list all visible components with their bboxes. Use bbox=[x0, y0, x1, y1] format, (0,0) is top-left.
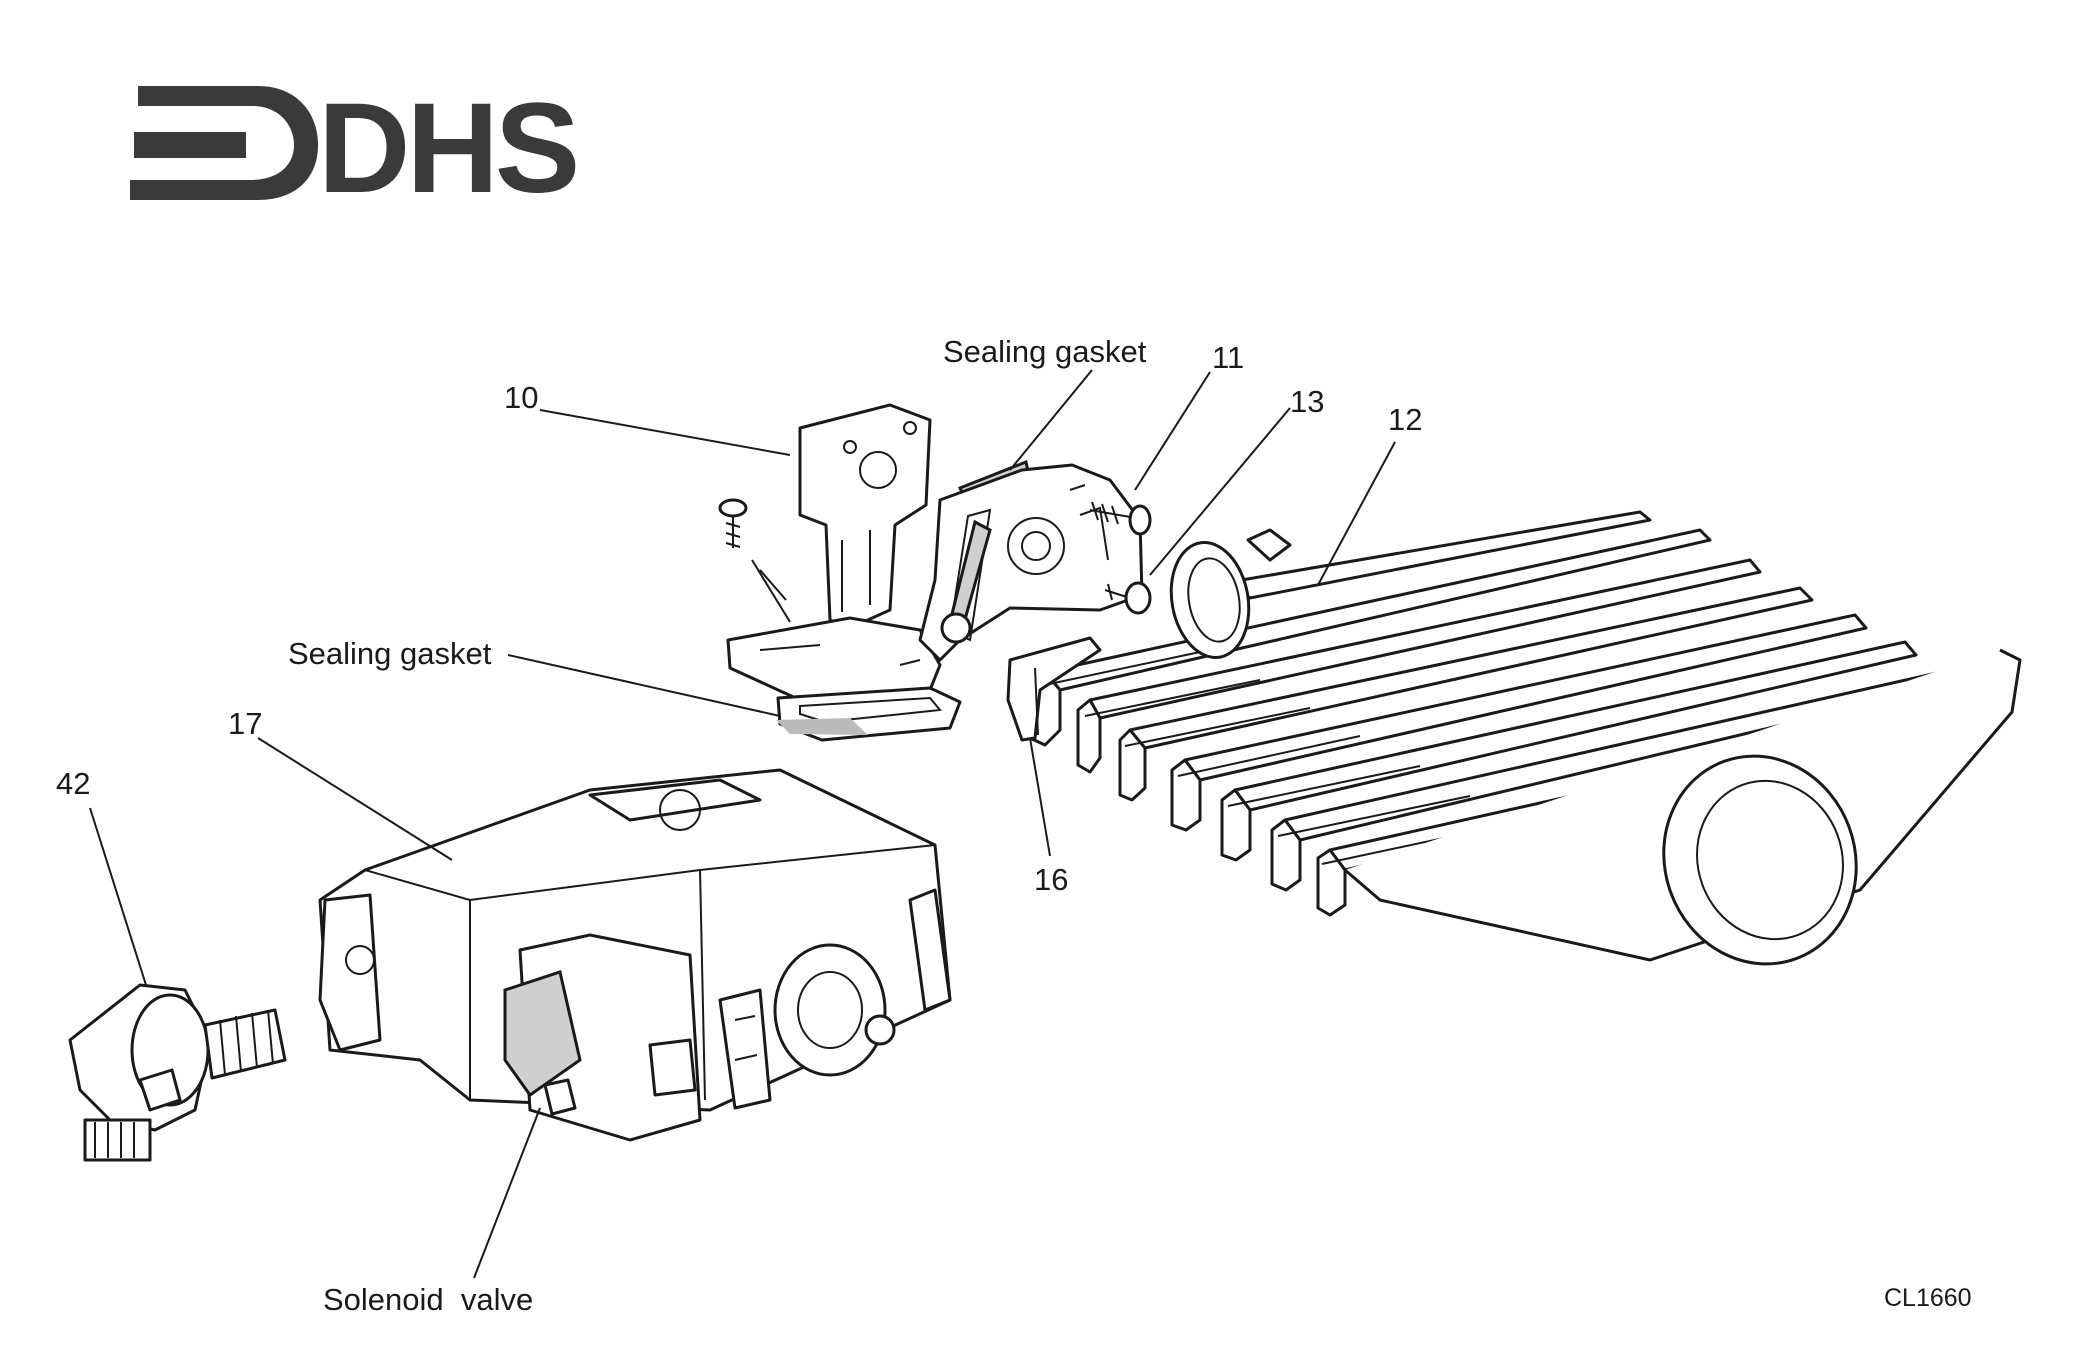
leader-42 bbox=[89, 807, 147, 986]
leader-solenoid-valve bbox=[473, 1107, 541, 1279]
part-16-bracket bbox=[1006, 636, 1102, 742]
callout-13: 13 bbox=[1290, 384, 1324, 419]
callout-10: 10 bbox=[504, 380, 538, 415]
part-12-burner bbox=[1028, 510, 2022, 966]
screw-plate-upper bbox=[1089, 501, 1152, 536]
screw-plate-lower bbox=[1104, 581, 1152, 615]
screw-small bbox=[718, 498, 791, 623]
leader-lines bbox=[89, 369, 1396, 1279]
callout-11: 11 bbox=[1212, 340, 1244, 375]
leader-11 bbox=[1134, 371, 1211, 491]
leader-sealing-gasket-top bbox=[1009, 369, 1093, 471]
leader-16 bbox=[1029, 737, 1051, 857]
label-solenoid-valve: Solenoid valve bbox=[323, 1282, 533, 1317]
dhs-logo: DHS bbox=[130, 77, 580, 220]
sealing-gasket-lower bbox=[776, 686, 962, 742]
leader-10 bbox=[539, 409, 791, 456]
drawing-reference: CL1660 bbox=[1884, 1284, 1972, 1312]
callout-42: 42 bbox=[56, 766, 90, 801]
leader-sealing-gasket-left bbox=[507, 654, 781, 717]
leader-12 bbox=[1317, 441, 1396, 586]
logo-text: DHS bbox=[318, 77, 576, 220]
part-42-inlet-elbow bbox=[68, 983, 287, 1162]
label-sealing-gasket-left: Sealing gasket bbox=[288, 636, 492, 671]
leader-17 bbox=[257, 737, 453, 861]
leader-13 bbox=[1149, 407, 1291, 576]
part-11-plate bbox=[918, 459, 1144, 662]
part-10-bracket bbox=[726, 403, 942, 702]
part-17-gas-valve bbox=[318, 768, 952, 1142]
arrow-logo-icon bbox=[130, 86, 318, 200]
callout-12: 12 bbox=[1388, 402, 1422, 437]
callout-16: 16 bbox=[1034, 862, 1068, 897]
label-sealing-gasket-top: Sealing gasket bbox=[943, 334, 1147, 369]
callout-17: 17 bbox=[228, 706, 262, 741]
